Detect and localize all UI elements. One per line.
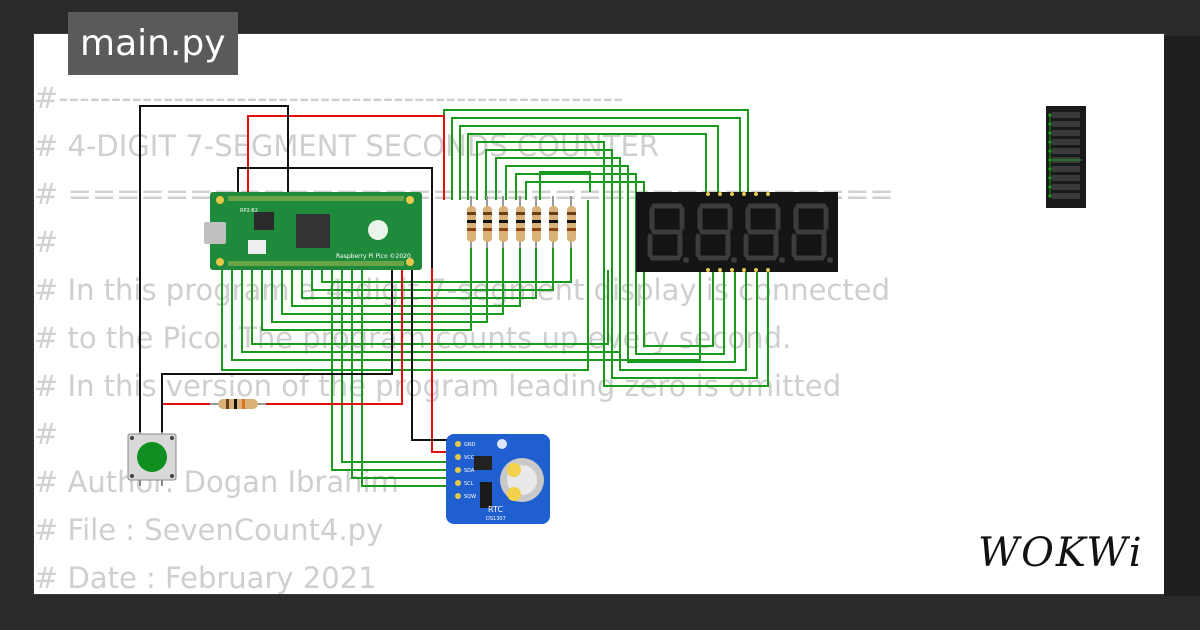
seven-segment-display[interactable] bbox=[636, 192, 838, 272]
button-resistor[interactable] bbox=[210, 399, 266, 409]
pico-label: Raspberry Pi Pico ©2020 bbox=[336, 253, 411, 260]
code-line: # Author: Dogan Ibrahim bbox=[34, 465, 399, 499]
pico-board[interactable]: Raspberry Pi Pico ©2020 RP2-B2 bbox=[204, 192, 422, 270]
code-line: # bbox=[34, 225, 59, 259]
digit-2 bbox=[695, 203, 733, 261]
rtc-pin-labels: GND VCC SDA SCL SQW bbox=[464, 442, 476, 500]
bootsel-button[interactable] bbox=[248, 240, 266, 254]
pico-header-pins bbox=[216, 196, 414, 266]
resistor[interactable] bbox=[499, 196, 508, 248]
rtc-label: RTC bbox=[488, 505, 503, 514]
rtc-chip-label: DS1307 bbox=[486, 516, 506, 522]
usb-port bbox=[204, 222, 226, 244]
display-digits bbox=[647, 203, 829, 261]
svg-text:SDA: SDA bbox=[464, 468, 475, 474]
led-bar-graph[interactable] bbox=[1046, 106, 1086, 208]
resistor[interactable] bbox=[549, 196, 558, 248]
svg-text:VCC: VCC bbox=[464, 455, 475, 461]
resistor-array[interactable] bbox=[467, 196, 576, 248]
resistor[interactable] bbox=[567, 196, 576, 248]
rtc-pins bbox=[455, 441, 461, 499]
rtc-module[interactable]: GND VCC SDA SCL SQW RTC DS1307 bbox=[446, 434, 550, 524]
resistor[interactable] bbox=[467, 196, 476, 248]
svg-text:GND: GND bbox=[464, 442, 476, 448]
logo-text: WOKWi bbox=[978, 530, 1144, 576]
rtc-chip bbox=[480, 482, 492, 508]
adafruit-logo-icon bbox=[497, 439, 507, 449]
resistor[interactable] bbox=[483, 196, 492, 248]
button-cap[interactable] bbox=[137, 442, 167, 472]
digit-4 bbox=[791, 203, 829, 261]
resistor[interactable] bbox=[516, 196, 525, 248]
code-line: # File : SevenCount4.py bbox=[34, 513, 384, 547]
resistor[interactable] bbox=[532, 196, 541, 248]
display-pins bbox=[706, 192, 770, 272]
raspberry-logo-icon bbox=[368, 220, 388, 240]
rtc-crystal bbox=[474, 456, 492, 470]
push-button[interactable] bbox=[127, 432, 177, 486]
pico-chip-label: RP2-B2 bbox=[240, 208, 258, 214]
digit-3 bbox=[743, 203, 781, 261]
canvas-shadow bbox=[1164, 36, 1200, 596]
wires bbox=[139, 105, 769, 487]
rp2040-chip bbox=[296, 214, 330, 248]
file-tab[interactable]: main.py bbox=[68, 12, 238, 75]
code-line: # bbox=[34, 417, 59, 451]
digit-1 bbox=[647, 203, 685, 261]
svg-text:SQW: SQW bbox=[464, 494, 476, 500]
wokwi-logo: WOKWi bbox=[978, 530, 1144, 576]
svg-text:SCL: SCL bbox=[464, 481, 474, 487]
code-line: # Date : February 2021 bbox=[34, 561, 377, 595]
